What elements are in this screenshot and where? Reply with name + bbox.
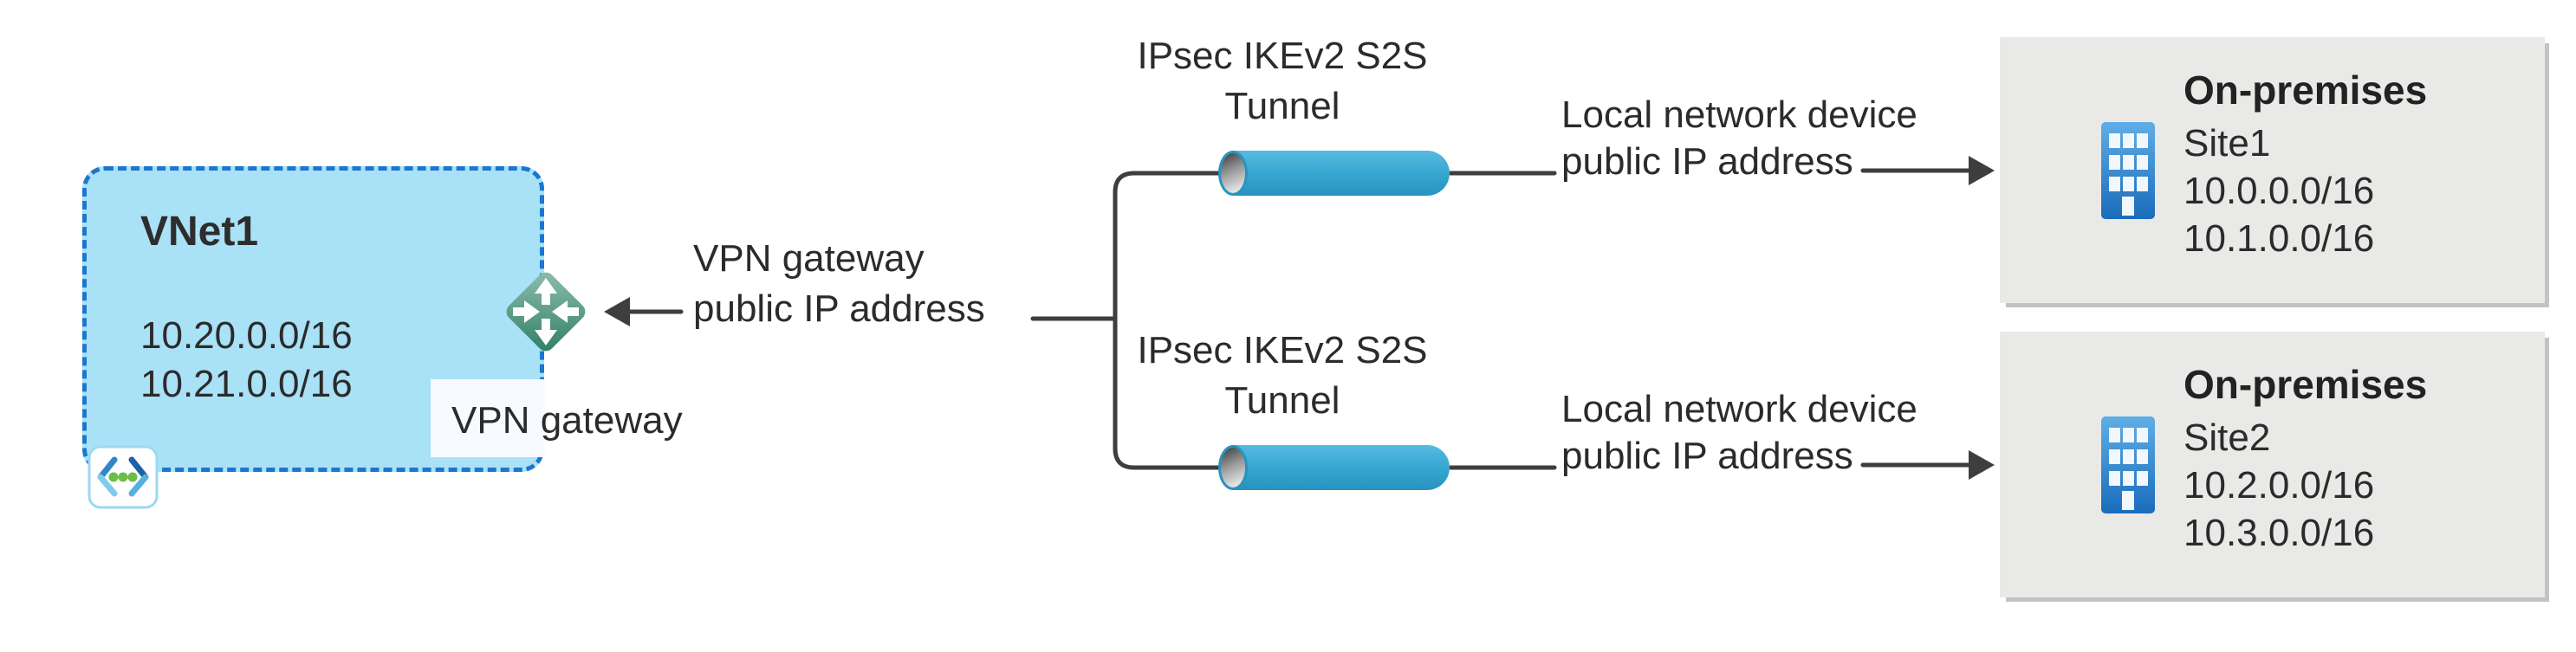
site1-device-annotation: Local network device public IP address (1561, 92, 1917, 185)
tunnel2-label: IPsec IKEv2 S2S Tunnel (1137, 326, 1427, 426)
tunnel-mouth-icon (1218, 445, 1248, 490)
chevron-right-lower (128, 474, 149, 497)
tunnel-label-line: Tunnel (1224, 379, 1340, 422)
dot-icon (127, 472, 138, 482)
site2-text: On-premises Site2 10.2.0.0/16 10.3.0.0/1… (2183, 360, 2427, 557)
building-icon (2101, 416, 2155, 513)
vnet-cidr-1: 10.20.0.0/16 (140, 314, 353, 357)
vnet-cidr-list: 10.20.0.0/16 10.21.0.0/16 (140, 312, 353, 409)
arrow-down-icon (535, 319, 557, 345)
dot-icon (118, 472, 128, 482)
vpn-gateway-label-background (431, 379, 545, 457)
arrow-left-icon (604, 297, 630, 326)
annotation-line: Local network device (1561, 94, 1917, 136)
gateway-public-ip-annotation: VPN gateway public IP address (693, 234, 985, 334)
vpn-gateway-router-icon (506, 272, 586, 352)
annotation-line: public IP address (1561, 140, 1853, 183)
arrow-right-icon (1969, 450, 1995, 480)
site-name: Site1 (2183, 122, 2271, 165)
vnet-title: VNet1 (140, 209, 259, 255)
vpn-gateway-label: VPN gateway (451, 399, 683, 442)
vnet-box (82, 166, 544, 472)
branch-line (1113, 171, 1226, 470)
site-title: On-premises (2183, 362, 2428, 407)
building-icon (2101, 122, 2155, 219)
site-title: On-premises (2183, 68, 2428, 113)
annotation-line: VPN gateway (693, 237, 925, 280)
tunnel1-label: IPsec IKEv2 S2S Tunnel (1137, 31, 1427, 132)
site-cidr: 10.0.0.0/16 (2183, 170, 2375, 212)
site-cidr: 10.3.0.0/16 (2183, 512, 2375, 554)
chevron-right-upper (128, 456, 149, 481)
router-diamond (506, 272, 586, 352)
annotation-line: Local network device (1561, 388, 1917, 430)
arrow-inward-right-icon (513, 300, 540, 323)
building-door (2122, 491, 2134, 510)
virtual-network-icon (88, 445, 159, 509)
onprem-site2-box (2000, 332, 2545, 597)
site1-text: On-premises Site1 10.0.0.0/16 10.1.0.0/1… (2183, 66, 2427, 262)
tunnel-label-line: IPsec IKEv2 S2S (1137, 35, 1428, 77)
site-name: Site2 (2183, 416, 2271, 459)
annotation-line: public IP address (1561, 435, 1853, 477)
tunnel-label-line: Tunnel (1224, 85, 1340, 127)
site-cidr: 10.1.0.0/16 (2183, 217, 2375, 260)
tunnel-mouth-icon (1218, 151, 1248, 196)
site-cidr: 10.2.0.0/16 (2183, 464, 2375, 507)
chevron-left-upper (97, 456, 118, 481)
vnet-cidr-2: 10.21.0.0/16 (140, 363, 353, 405)
dot-icon (108, 472, 119, 482)
chevron-left-lower (97, 474, 118, 497)
onprem-site1-box (2000, 37, 2545, 303)
tunnel-label-line: IPsec IKEv2 S2S (1137, 329, 1428, 371)
arrow-inward-left-icon (552, 300, 579, 323)
building-door (2122, 197, 2134, 216)
tunnel-cylinder-icon (1233, 151, 1450, 196)
tunnel-cylinder-icon (1233, 445, 1450, 490)
arrow-right-icon (1969, 156, 1995, 185)
site2-device-annotation: Local network device public IP address (1561, 386, 1917, 480)
arrow-up-icon (535, 278, 557, 305)
annotation-line: public IP address (693, 287, 985, 330)
